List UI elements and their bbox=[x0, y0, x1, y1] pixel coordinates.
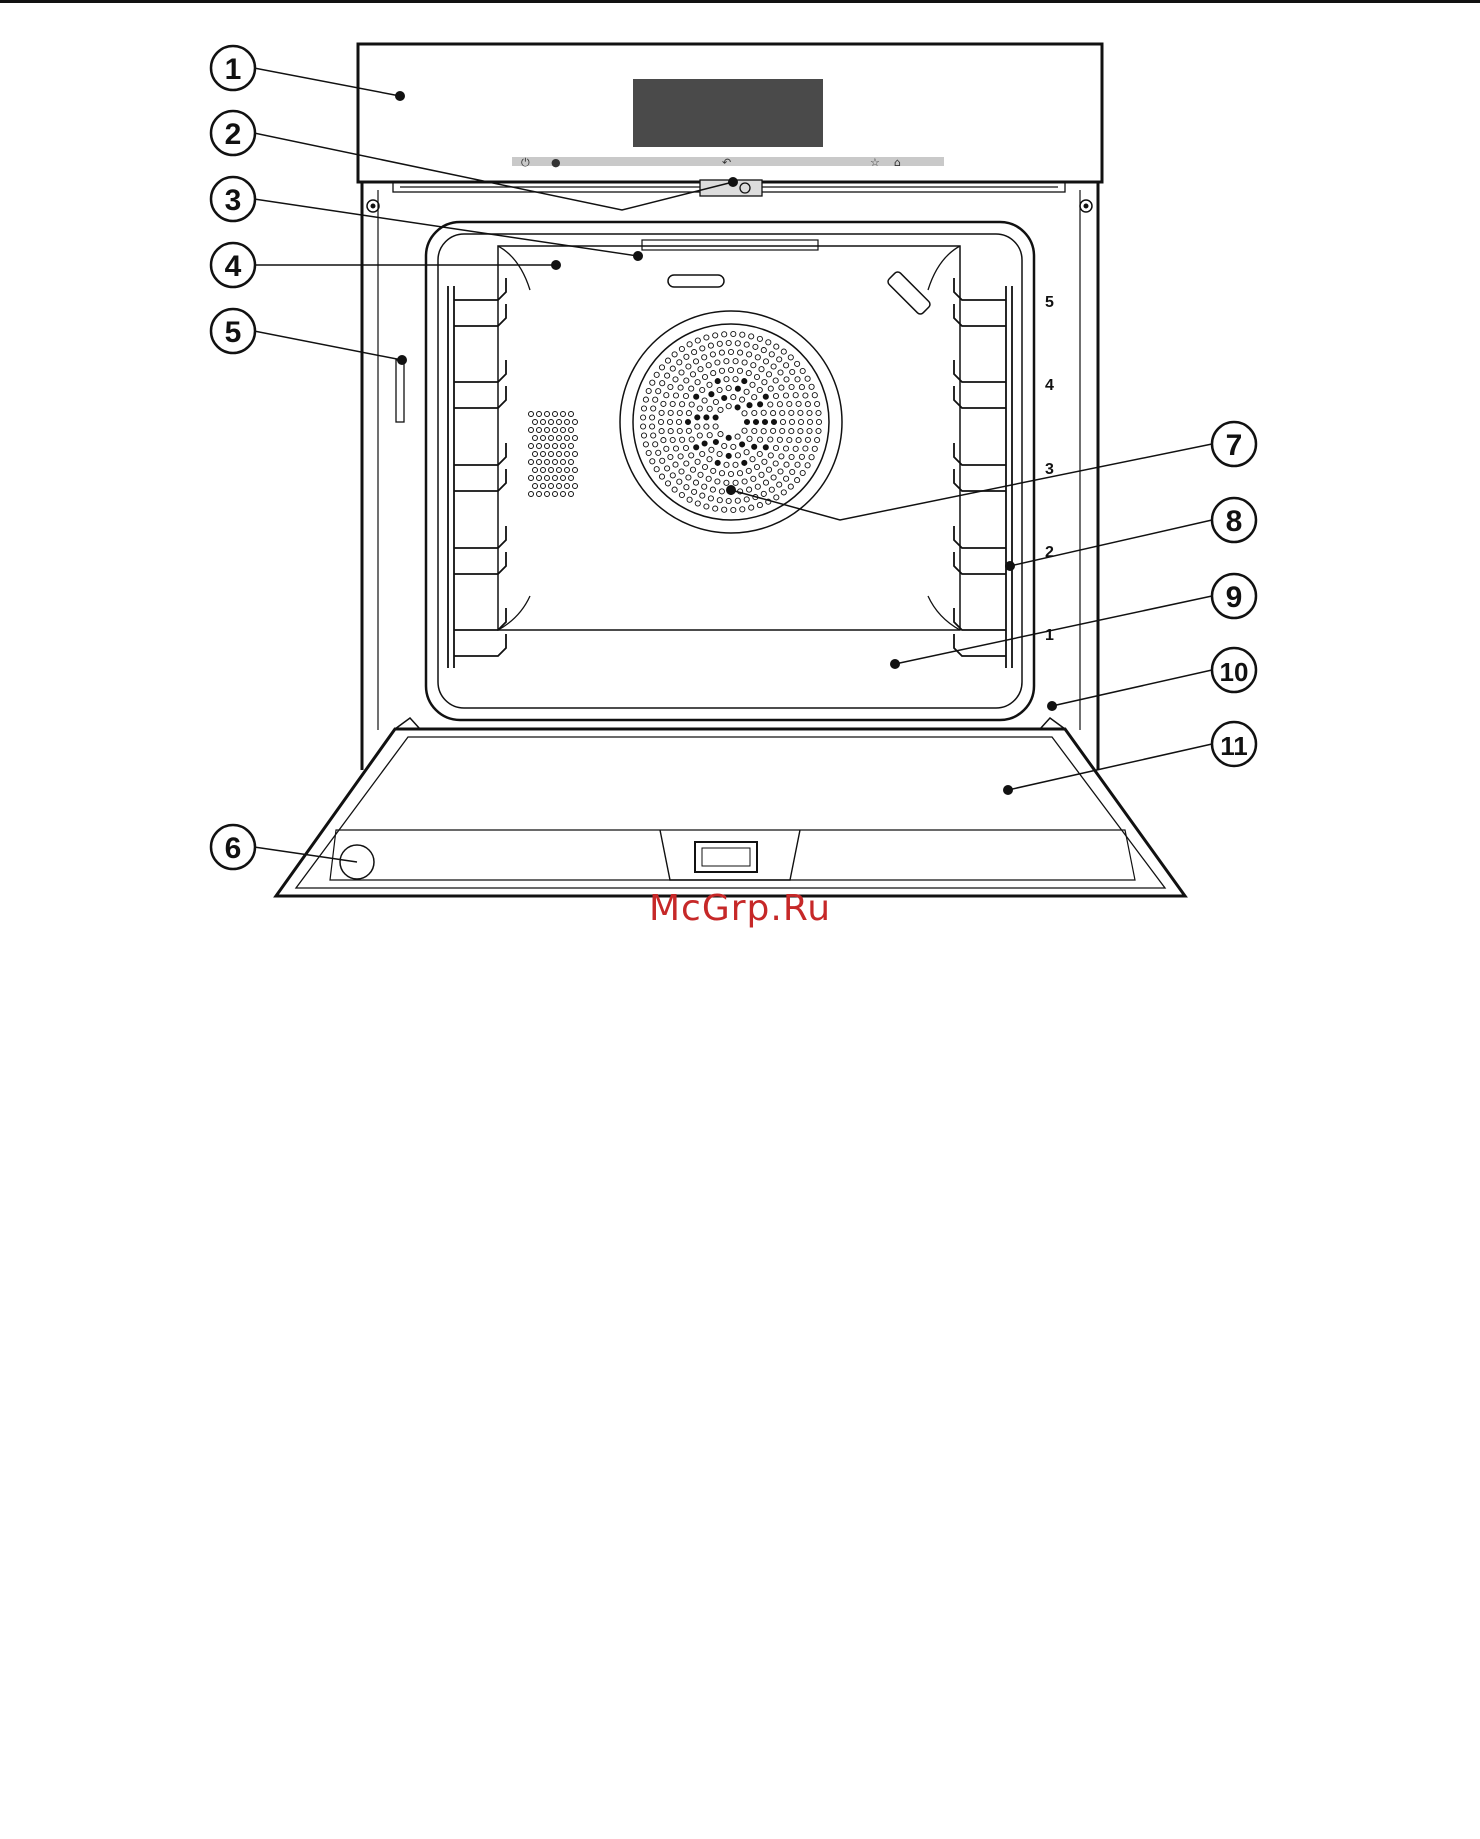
callout-8: 8 bbox=[1212, 498, 1256, 542]
svg-text:4: 4 bbox=[225, 250, 242, 283]
oven-cavity bbox=[426, 222, 1034, 720]
callout-2: 2 bbox=[211, 111, 255, 155]
bell-icon: ⌂ bbox=[894, 156, 901, 169]
callout-4: 4 bbox=[211, 243, 255, 287]
svg-text:9: 9 bbox=[1226, 581, 1243, 614]
shelf-level-3: 3 bbox=[1045, 461, 1054, 478]
svg-text:11: 11 bbox=[1220, 731, 1248, 761]
callout-7: 7 bbox=[1212, 422, 1256, 466]
svg-text:1: 1 bbox=[225, 53, 242, 86]
power-icon: ⏻ bbox=[521, 156, 530, 169]
callout-9: 9 bbox=[1212, 574, 1256, 618]
oven-housing bbox=[358, 44, 1102, 770]
shelf-runner-right bbox=[954, 278, 1012, 668]
svg-text:8: 8 bbox=[1226, 505, 1243, 538]
svg-text:6: 6 bbox=[225, 832, 242, 865]
callout-1: 1 bbox=[211, 46, 255, 90]
svg-text:2: 2 bbox=[225, 118, 242, 151]
svg-text:5: 5 bbox=[225, 316, 242, 349]
star-icon: ☆ bbox=[870, 156, 880, 169]
shelf-level-4: 4 bbox=[1045, 377, 1054, 394]
callout-3: 3 bbox=[211, 177, 255, 221]
door-contact-switch bbox=[396, 360, 404, 422]
oven-front-diagram: ⏻ ● ↶ ☆ ⌂ 5 4 3 2 1 bbox=[0, 0, 1480, 1000]
svg-text:10: 10 bbox=[1220, 657, 1249, 687]
callout-5: 5 bbox=[211, 309, 255, 353]
fan-cover bbox=[620, 311, 842, 533]
svg-text:3: 3 bbox=[225, 184, 242, 217]
dot-icon: ● bbox=[551, 156, 561, 169]
display-screen bbox=[633, 79, 823, 147]
control-panel: ⏻ ● ↶ ☆ ⌂ bbox=[512, 79, 944, 169]
oven-door bbox=[276, 718, 1185, 896]
callout-6: 6 bbox=[211, 825, 255, 869]
callout-11: 11 bbox=[1212, 722, 1256, 766]
shelf-level-5: 5 bbox=[1045, 294, 1054, 311]
back-icon: ↶ bbox=[722, 156, 731, 169]
watermark: McGrp.Ru bbox=[630, 888, 850, 929]
callout-10: 10 bbox=[1212, 648, 1256, 692]
svg-text:7: 7 bbox=[1226, 429, 1243, 462]
rear-vent-holes bbox=[529, 412, 578, 497]
